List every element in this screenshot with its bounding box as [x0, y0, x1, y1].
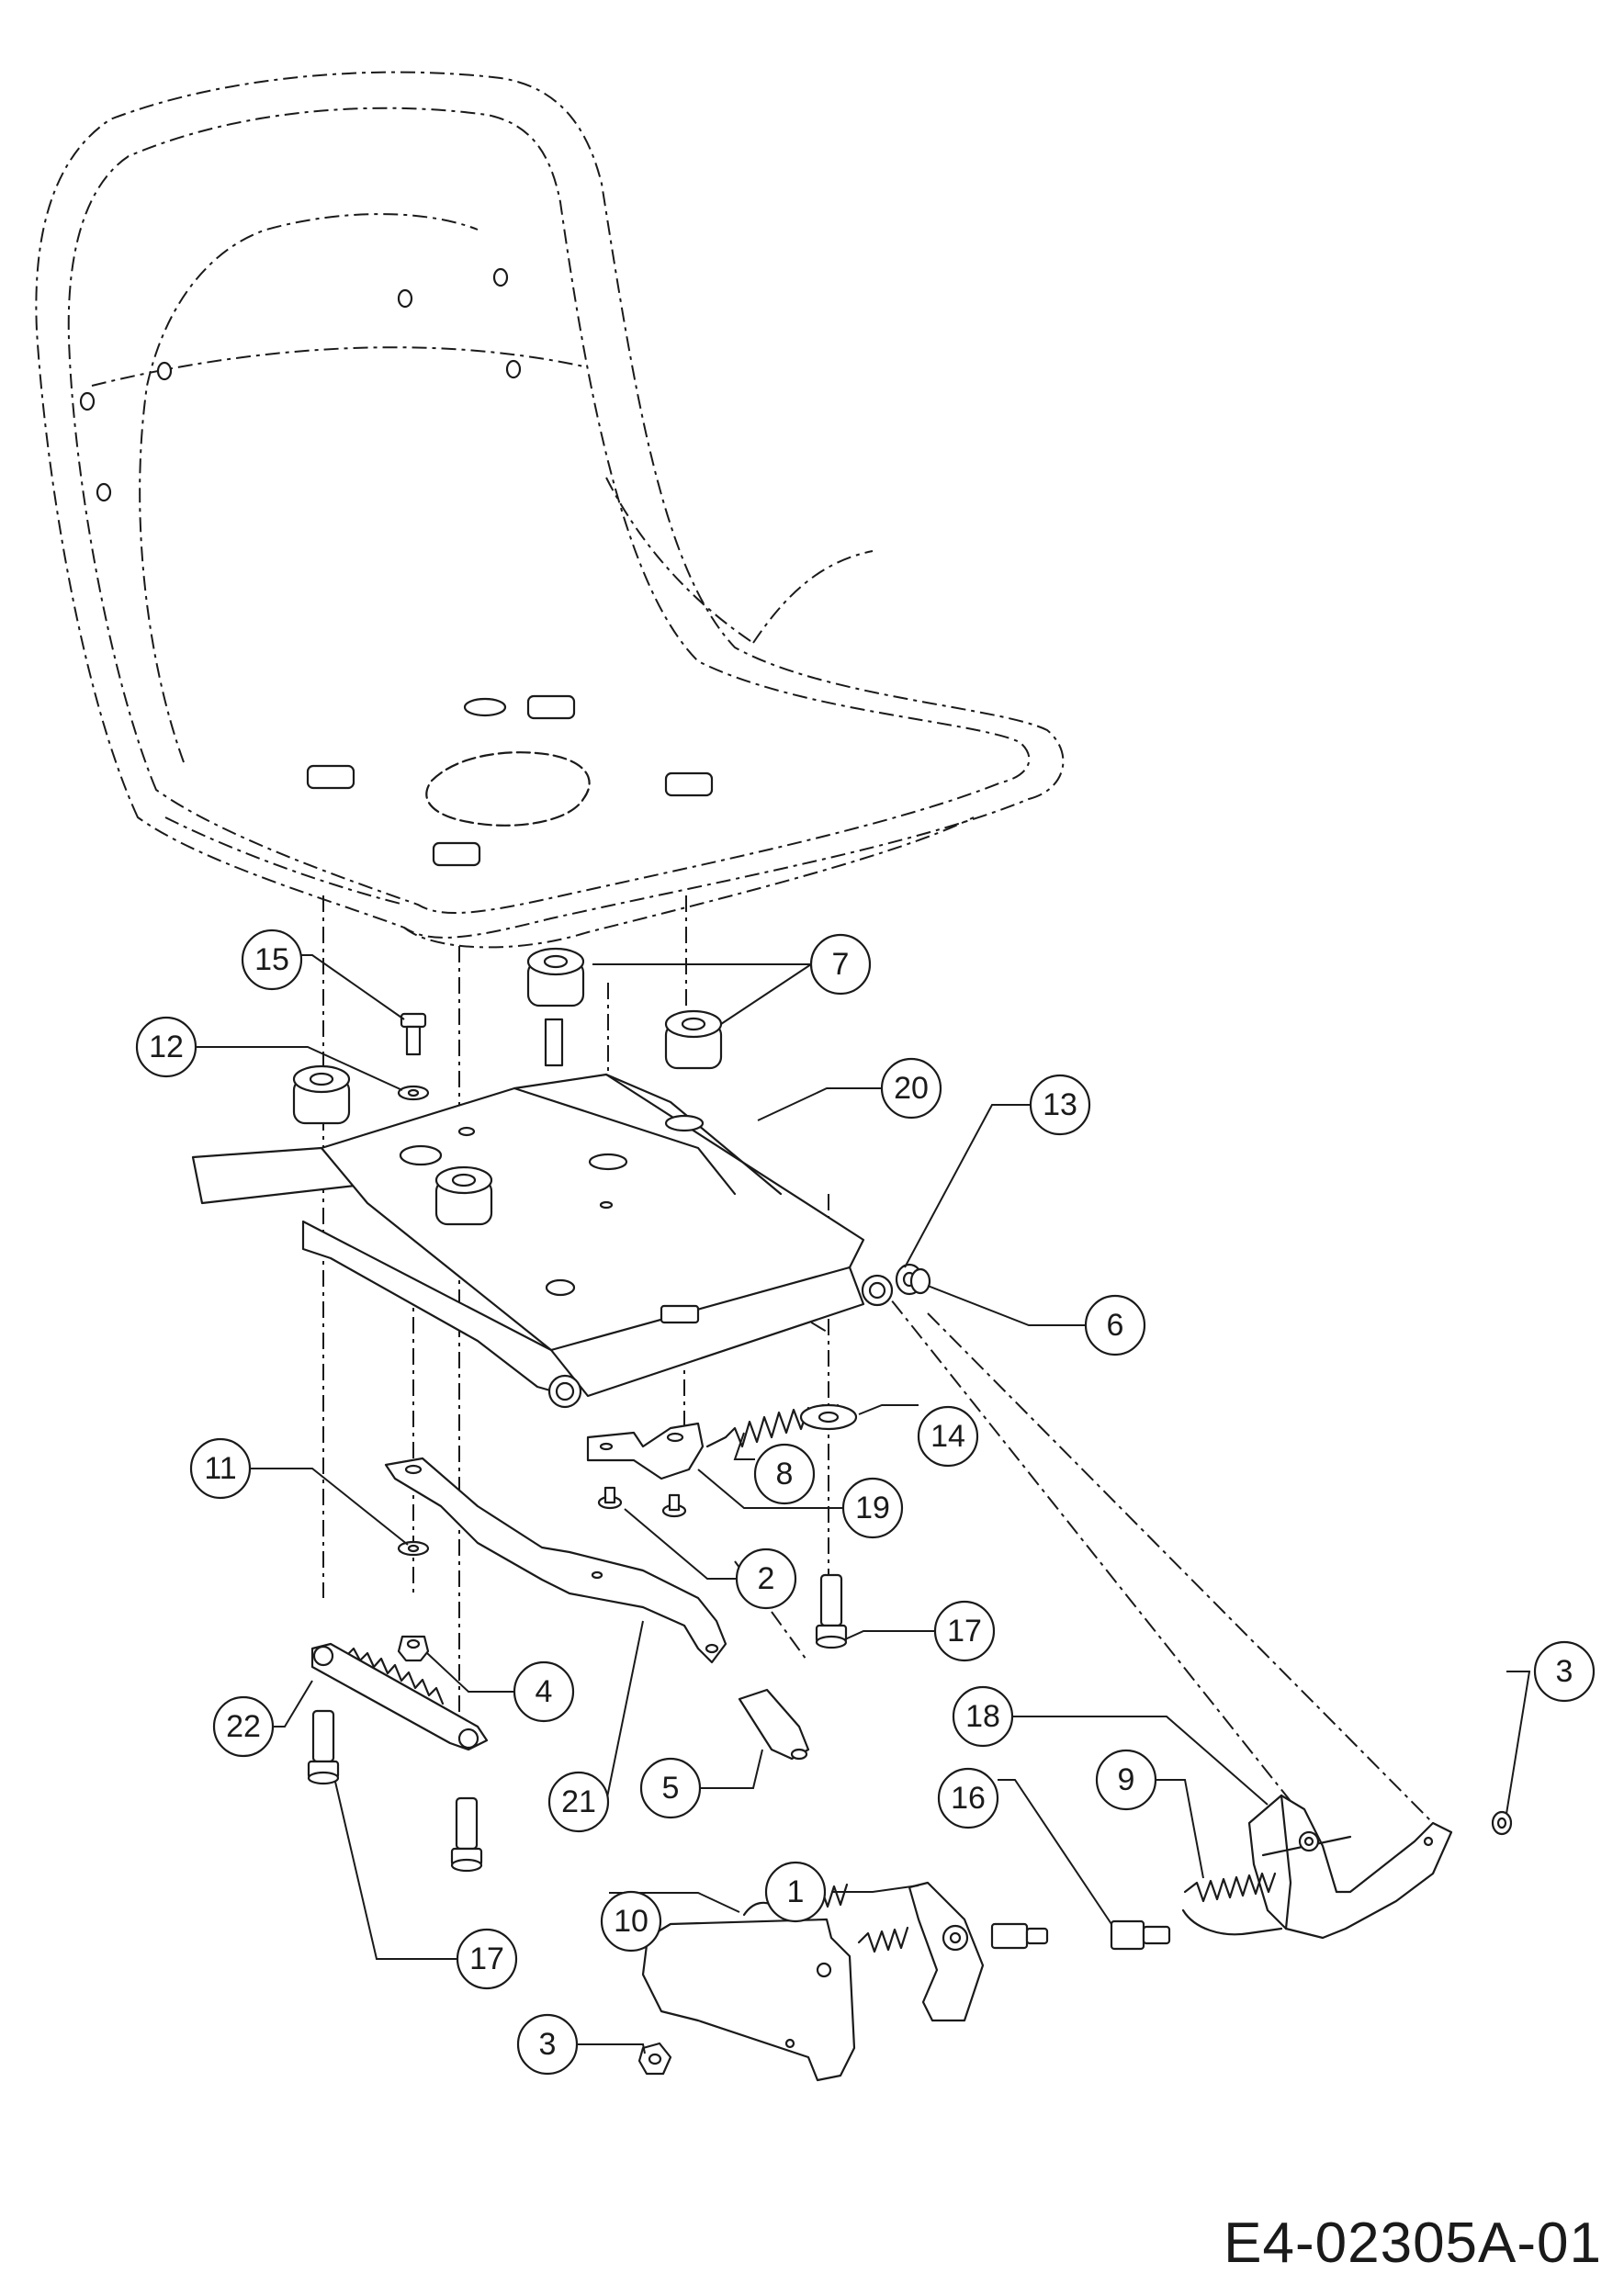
callout-17: 17 — [933, 1600, 996, 1662]
svg-text:10: 10 — [614, 1904, 648, 1939]
seat-mount-holes — [79, 267, 714, 867]
rubber-isolator — [292, 947, 723, 1226]
callout-6: 6 — [1084, 1294, 1146, 1356]
callout-12: 12 — [135, 1016, 197, 1078]
callout-20: 20 — [880, 1057, 942, 1120]
screw — [597, 1486, 687, 1518]
washer-nut — [397, 1540, 430, 1662]
svg-text:3: 3 — [539, 2027, 557, 2062]
lever-support-bracket — [1110, 1794, 1513, 1951]
svg-text:17: 17 — [469, 1941, 504, 1976]
alignment-lines — [322, 895, 1434, 1824]
callout-18: 18 — [952, 1685, 1014, 1748]
adjusting-lever — [384, 1457, 727, 1664]
callout-13: 13 — [1029, 1074, 1091, 1136]
svg-text:6: 6 — [1107, 1308, 1124, 1343]
callout-16: 16 — [937, 1767, 999, 1829]
washer — [799, 1403, 858, 1431]
callout-3: 3 — [516, 2013, 579, 2076]
seat-switch-assembly — [637, 1881, 1049, 2082]
callout-7: 7 — [809, 933, 872, 996]
callout-14: 14 — [917, 1405, 979, 1468]
callout-3: 3 — [1533, 1640, 1596, 1703]
nut-washer-set — [895, 1263, 931, 1296]
svg-text:16: 16 — [951, 1781, 986, 1816]
bolt-and-washer — [397, 1012, 430, 1101]
callout-2: 2 — [735, 1548, 797, 1610]
svg-text:11: 11 — [204, 1451, 236, 1486]
callout-15: 15 — [241, 929, 303, 991]
callout-21: 21 — [547, 1771, 610, 1833]
svg-text:18: 18 — [965, 1699, 1000, 1734]
svg-text:22: 22 — [226, 1709, 261, 1744]
svg-text:4: 4 — [536, 1674, 553, 1709]
drawing-code: E4-02305A-01 — [1224, 2212, 1602, 2275]
svg-text:19: 19 — [855, 1491, 890, 1525]
adjustment-rack — [310, 1642, 489, 1751]
callout-17: 17 — [456, 1928, 518, 1990]
svg-text:3: 3 — [1556, 1654, 1573, 1689]
callout-5: 5 — [639, 1757, 702, 1819]
shoulder-bolt — [307, 1573, 848, 1873]
svg-text:2: 2 — [758, 1561, 775, 1596]
callout-11: 11 — [189, 1437, 252, 1500]
spring-bracket — [586, 1422, 705, 1480]
callout-10: 10 — [600, 1890, 662, 1953]
callout-19: 19 — [841, 1477, 904, 1539]
svg-text:1: 1 — [787, 1874, 805, 1909]
svg-text:21: 21 — [561, 1784, 596, 1819]
callout-9: 9 — [1095, 1749, 1157, 1811]
svg-text:7: 7 — [832, 947, 850, 982]
svg-text:14: 14 — [930, 1419, 965, 1454]
callout-8: 8 — [753, 1443, 816, 1505]
svg-text:13: 13 — [1043, 1087, 1077, 1122]
callout-1: 1 — [764, 1861, 827, 1923]
lever-grip — [738, 1688, 810, 1761]
svg-text:8: 8 — [776, 1457, 794, 1491]
callout-22: 22 — [212, 1695, 275, 1758]
svg-text:15: 15 — [254, 942, 289, 977]
seat-mounting-plate — [191, 1073, 894, 1409]
svg-text:9: 9 — [1118, 1762, 1135, 1797]
svg-text:12: 12 — [149, 1030, 184, 1064]
svg-text:17: 17 — [947, 1614, 982, 1649]
svg-text:5: 5 — [662, 1771, 680, 1806]
svg-text:20: 20 — [894, 1071, 929, 1106]
seat-outline — [35, 71, 1065, 949]
callout-4: 4 — [513, 1660, 575, 1723]
